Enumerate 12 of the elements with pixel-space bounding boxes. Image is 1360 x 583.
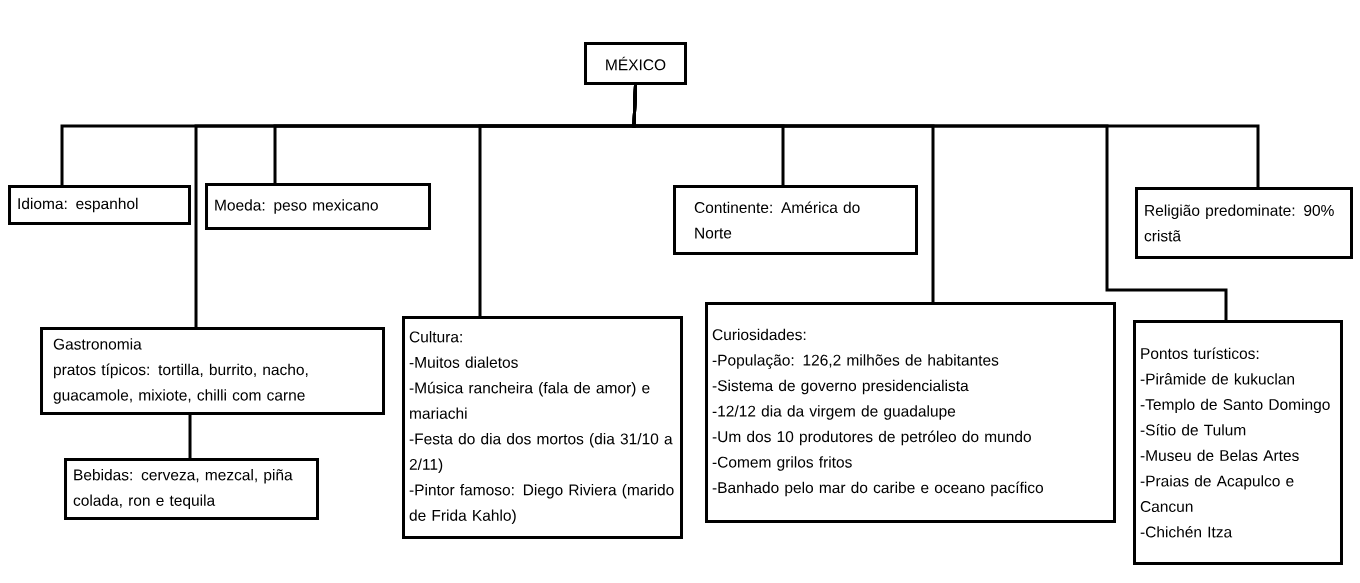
concept-box: Religião predominate: 90% cristã [1135,187,1353,259]
concept-box: Idioma: espanhol [8,185,191,225]
concept-box: Continente: América do Norte [673,185,918,255]
concept-box: Moeda: peso mexicano [205,183,431,230]
concept-box: MÉXICO [584,42,687,85]
concept-box: Cultura: -Muitos dialetos -Música rancheira (fala de amor) e mariachi -Festa do dia dos mortos (dia 31/10 a 2/11) -Pintor famoso: Diego Riviera (marido de Frida Kahlo) [402,316,683,539]
concept-box: Gastronomia pratos típicos: tortilla, burrito, nacho, guacamole, mixiote, chilli com carne [40,327,385,415]
concept-box: Bebidas: cerveza, mezcal, piña colada, ron e tequila [64,458,319,520]
concept-box: Pontos turísticos: -Pirâmide de kukuclan -Templo de Santo Domingo -Sítio de Tulum -Museu de Belas Artes -Praias de Acapulco e Cancun -Chichén Itza [1133,320,1343,565]
connector-line [188,413,192,460]
concept-box: Curiosidades: -População: 126,2 milhões de habitantes -Sistema de governo presidencialista -12/12 dia da virgem de guadalupe -Um dos 10 produtores de petróleo do mundo -Comem grilos fritos -Banhado pelo mar do caribe e oceano pacífico [705,302,1116,523]
connector-line [632,83,1260,189]
